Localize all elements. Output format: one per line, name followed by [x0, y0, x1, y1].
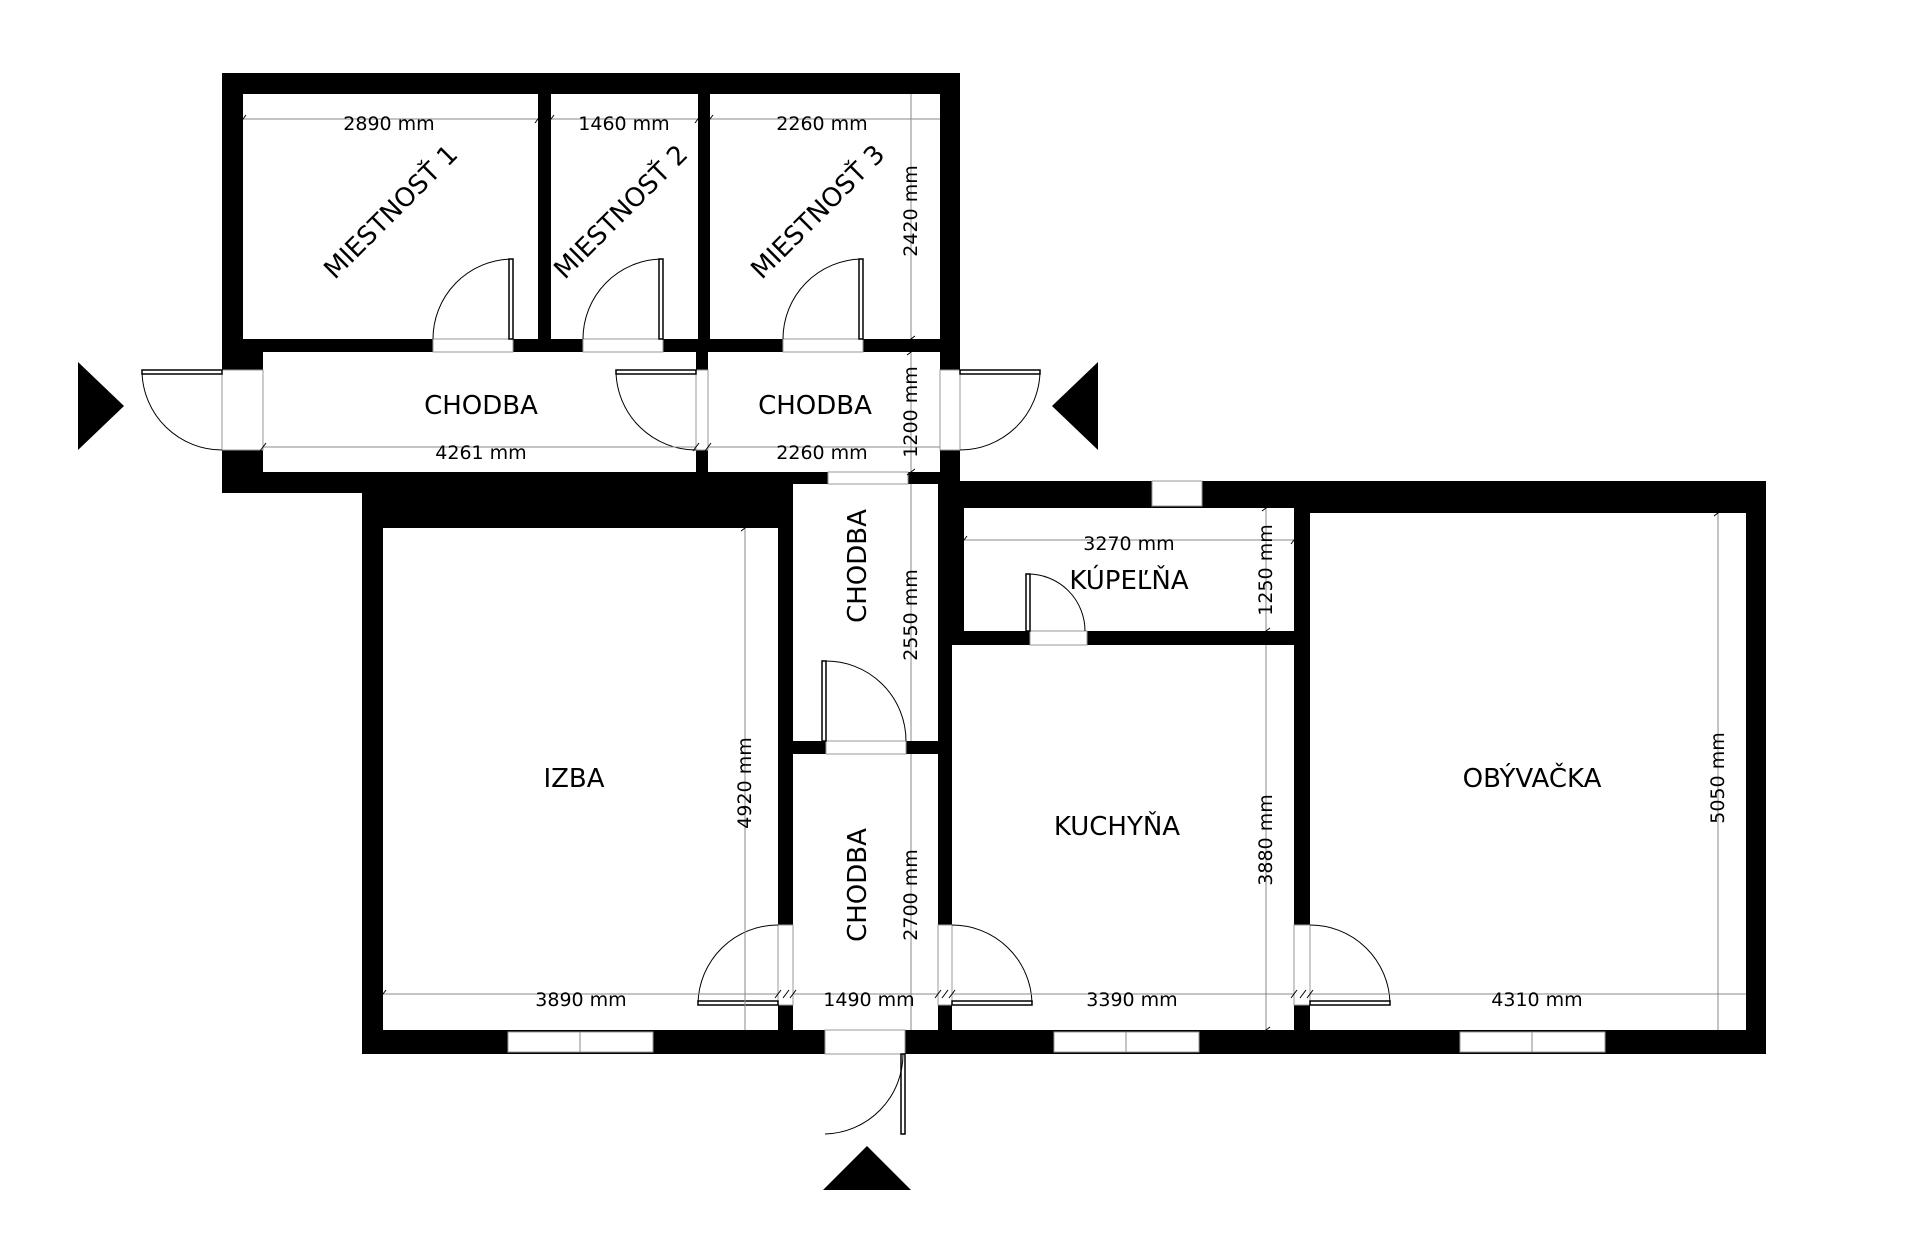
- door-openings: [221, 338, 1311, 1055]
- opening-izba: [777, 924, 794, 1006]
- dimension-labels: 2890 mm 1460 mm 2260 mm 2420 mm 4261 mm …: [343, 113, 1729, 1011]
- entrance-arrow-bottom: [823, 1146, 911, 1190]
- dim-label-chodba-a-length: 4261 mm: [435, 442, 526, 464]
- room-label-chodba-c: CHODBA: [843, 509, 873, 623]
- dim-label-miestnost-3-width: 2260 mm: [776, 113, 867, 135]
- door-chodba-a-b: [615, 369, 697, 451]
- opening-entrance-bottom: [824, 1029, 906, 1055]
- dimension-ticks: [239, 114, 1723, 1034]
- door-miestnost-2: [582, 258, 664, 340]
- dim-label-miestnost-2-width: 1460 mm: [578, 113, 669, 135]
- dimension-lines: [239, 94, 1746, 1034]
- dim-label-miestnost-3-depth: 2420 mm: [900, 165, 922, 256]
- door-obyvacka: [1309, 924, 1391, 1006]
- room-label-izba: IZBA: [543, 764, 604, 794]
- floor-izba: [383, 528, 778, 1030]
- opening-miestnost-1: [432, 338, 514, 353]
- entrance-arrow-right: [1052, 362, 1098, 450]
- floor-kuchyna: [952, 645, 1294, 1030]
- room-label-chodba-a: CHODBA: [424, 391, 538, 421]
- dim-label-kuchyna-width: 3390 mm: [1086, 989, 1177, 1011]
- door-miestnost-1: [432, 258, 514, 340]
- floors: [243, 94, 1746, 1030]
- opening-chodba-a-b: [695, 369, 709, 451]
- room-label-chodba-d: CHODBA: [843, 828, 873, 942]
- opening-kuchyna: [937, 924, 953, 1006]
- opening-obyvacka: [1293, 924, 1311, 1006]
- floor-kupelna: [964, 508, 1294, 631]
- dim-label-miestnost-1-width: 2890 mm: [343, 113, 434, 135]
- door-kupelna: [1025, 573, 1086, 632]
- dim-label-izba-depth: 4920 mm: [734, 737, 756, 828]
- floor-obyvacka: [1310, 513, 1746, 1030]
- floor-miestnost-3: [710, 94, 940, 339]
- window-upper-wall: [1151, 480, 1203, 507]
- dim-label-chodba-d-width: 1490 mm: [823, 989, 914, 1011]
- dim-label-kupelna-width: 3270 mm: [1083, 533, 1174, 555]
- dim-label-kuchyna-depth: 3880 mm: [1255, 794, 1277, 885]
- floor-chodba-d: [793, 754, 938, 1030]
- room-label-chodba-b: CHODBA: [758, 391, 872, 421]
- floor-miestnost-1: [243, 94, 538, 339]
- doors: [141, 258, 1391, 1135]
- dim-label-chodba-c-length: 2550 mm: [900, 569, 922, 660]
- door-entrance-right: [959, 369, 1041, 451]
- entrance-arrow-left: [78, 362, 124, 450]
- dim-label-chodba-b-width: 1200 mm: [900, 366, 922, 457]
- room-label-obyvacka: OBÝVAČKA: [1463, 762, 1602, 794]
- door-kuchyna: [951, 924, 1033, 1006]
- floor-chodba-c: [793, 484, 938, 741]
- windows: [507, 480, 1606, 1053]
- dim-label-obyvacka-depth: 5050 mm: [1707, 732, 1729, 823]
- opening-miestnost-2: [582, 338, 664, 353]
- dim-label-kupelna-depth: 1250 mm: [1255, 524, 1277, 615]
- opening-entrance-right: [939, 369, 961, 451]
- dim-label-chodba-d-length: 2700 mm: [900, 849, 922, 940]
- opening-miestnost-3: [782, 338, 864, 353]
- opening-entrance-left: [221, 369, 264, 451]
- opening-chodba-c-d: [825, 740, 907, 755]
- room-label-kuchyna: KUCHYŇA: [1054, 810, 1180, 842]
- dim-label-izba-width: 3890 mm: [535, 989, 626, 1011]
- dim-label-obyvacka-width: 4310 mm: [1491, 989, 1582, 1011]
- door-entrance-left: [141, 369, 223, 451]
- entrance-arrows: [78, 362, 1098, 1190]
- door-miestnost-3: [782, 258, 864, 340]
- floor-miestnost-2: [551, 94, 698, 339]
- dim-label-chodba-b-length: 2260 mm: [776, 442, 867, 464]
- door-entrance-bottom: [824, 1053, 906, 1135]
- floor-chodba-b: [708, 352, 940, 472]
- door-izba: [697, 924, 779, 1006]
- room-label-kupelna: KÚPEĽŇA: [1069, 564, 1188, 596]
- opening-kupelna: [1029, 630, 1088, 646]
- opening-chodba-b-c: [827, 471, 909, 485]
- door-chodba-c-d: [821, 660, 907, 742]
